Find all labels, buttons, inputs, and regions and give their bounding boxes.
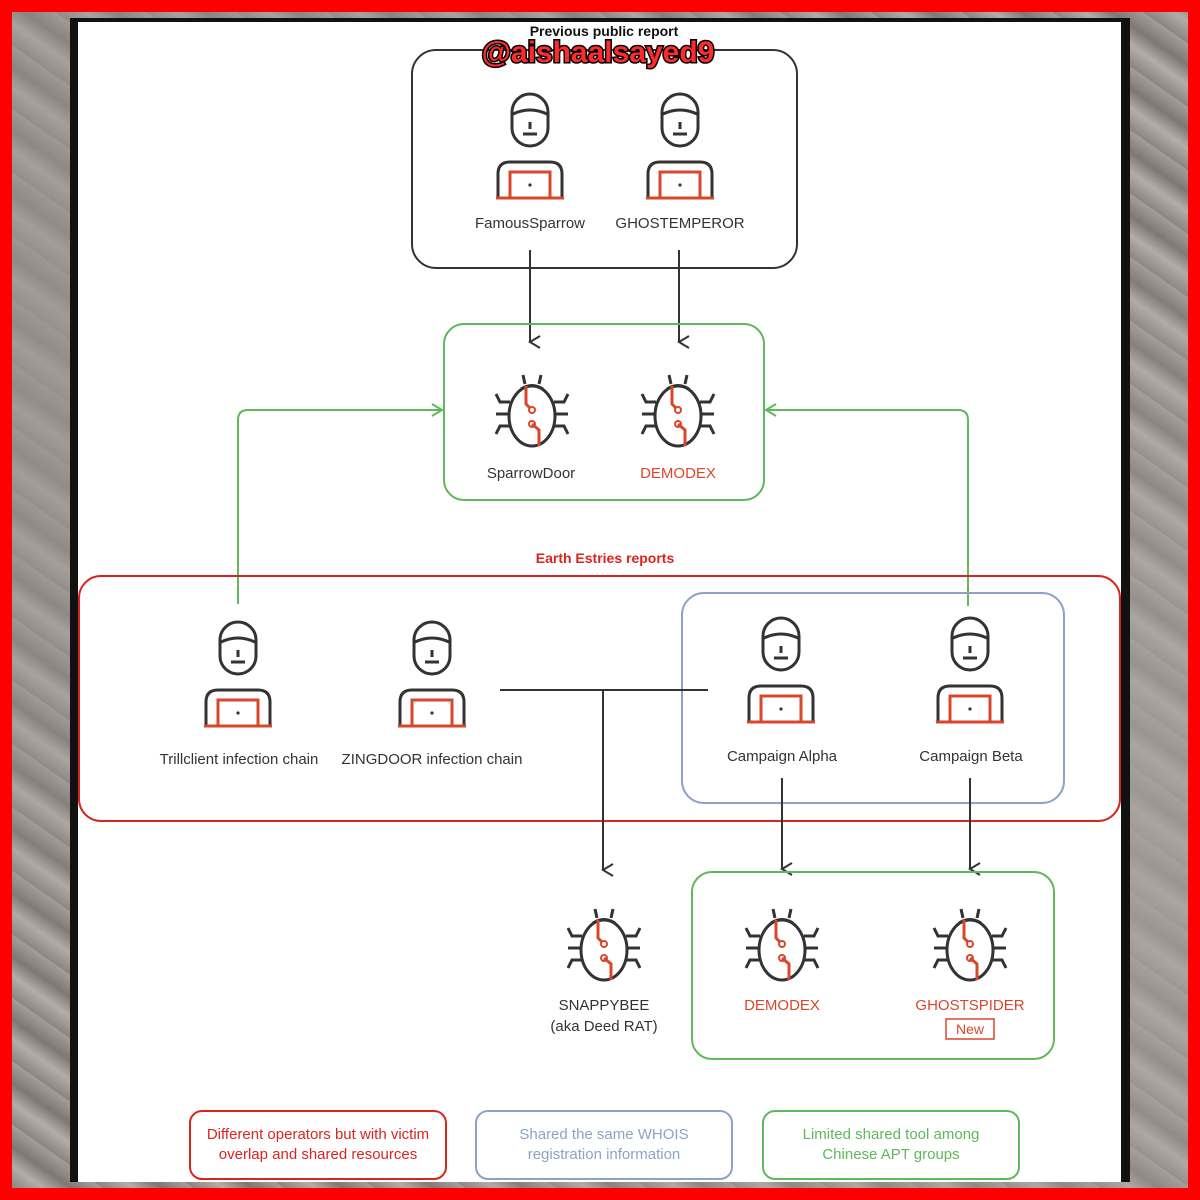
legend-blue-line1: Shared the same WHOIS (519, 1126, 688, 1143)
campaign-alpha-actor-icon (745, 616, 817, 724)
sparrowdoor-bug-icon (494, 373, 570, 448)
whois-campaign-box (681, 592, 1065, 804)
tool-label-ghostspider: GHOSTSPIDER (915, 997, 1024, 1014)
famoussparrow-actor-icon (494, 92, 566, 200)
tool-label-demodex-bottom: DEMODEX (744, 997, 820, 1014)
actor-label-ghostemperor: GHOSTEMPEROR (615, 215, 744, 232)
chain-label-trillclient: Trillclient infection chain (160, 751, 319, 768)
legend-blue-line2: registration information (528, 1146, 681, 1163)
earth-estries-box (78, 575, 1121, 822)
previous-report-title: Previous public report (530, 23, 679, 39)
bottom-tools-box (691, 871, 1055, 1060)
legend-green-line2: Chinese APT groups (822, 1146, 959, 1163)
trillclient-actor-icon (202, 620, 274, 728)
campaign-label-beta: Campaign Beta (919, 748, 1023, 765)
ghostspider-bug-icon (932, 907, 1008, 982)
snappybee-alias: (aka Deed RAT) (550, 1018, 657, 1035)
legend-item-red (189, 1110, 447, 1180)
snappybee-label: SNAPPYBEE (559, 997, 650, 1014)
previous-report-box (411, 49, 798, 269)
zingdoor-actor-icon (396, 620, 468, 728)
demodex-bottom-bug-icon (744, 907, 820, 982)
campaign-beta-actor-icon (934, 616, 1006, 724)
ghostemperor-actor-icon (644, 92, 716, 200)
new-badge (945, 1018, 995, 1040)
earth-estries-title: Earth Estries reports (536, 550, 675, 566)
top-tools-box (443, 323, 765, 501)
legend-red-line1: Different operators but with victim (207, 1126, 429, 1143)
demodex-bug-icon (640, 373, 716, 448)
new-badge-label: New (956, 1021, 985, 1037)
legend-green-line1: Limited shared tool among (803, 1126, 980, 1143)
legend-item-blue (475, 1110, 733, 1180)
green-link-trillclient (237, 403, 444, 604)
watermark: @aishaalsayed9 (482, 36, 715, 69)
green-link-campaign-beta (764, 403, 969, 606)
actor-label-famoussparrow: FamousSparrow (475, 215, 585, 232)
chain-label-zingdoor: ZINGDOOR infection chain (342, 751, 523, 768)
campaign-label-alpha: Campaign Alpha (727, 748, 838, 765)
tool-label-demodex-top: DEMODEX (640, 465, 716, 482)
legend-red-line2: overlap and shared resources (219, 1146, 417, 1163)
snappybee-bug-icon (566, 907, 642, 982)
tool-label-sparrowdoor: SparrowDoor (487, 465, 575, 482)
page (78, 22, 1121, 1182)
legend-item-green (762, 1110, 1020, 1180)
